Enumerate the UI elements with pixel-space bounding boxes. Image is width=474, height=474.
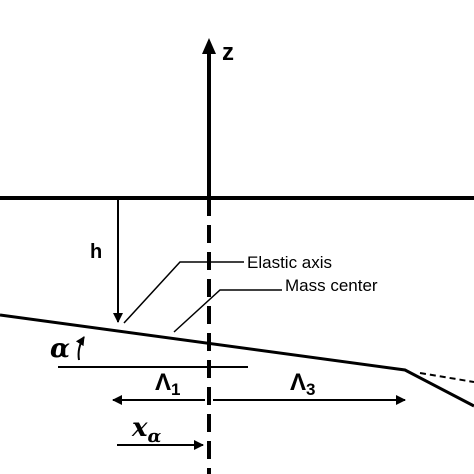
lambda3-base: Λ xyxy=(290,369,306,396)
elastic-axis-label: Elastic axis xyxy=(247,253,332,272)
mass-center-leader xyxy=(173,289,282,333)
lambda1-subscript: 1 xyxy=(171,380,180,399)
lambda1-base: Λ xyxy=(155,369,171,396)
z-axis-arrowhead xyxy=(202,38,216,54)
x-alpha-base: x xyxy=(131,413,148,443)
z-axis-label: z xyxy=(222,39,234,66)
wing-chord-line xyxy=(0,313,474,408)
alpha-angle-arc xyxy=(75,336,85,361)
mass-center-label: Mass center xyxy=(285,276,378,295)
lambda3-subscript: 3 xyxy=(306,380,315,399)
h-label: h xyxy=(90,241,102,263)
lambda1-label: Λ1 xyxy=(155,369,180,399)
x-alpha-subscript: α xyxy=(148,426,162,447)
elastic-axis-leader xyxy=(123,261,244,324)
x-alpha-label: xα xyxy=(131,413,162,447)
alpha-label: α xyxy=(50,334,70,364)
lambda3-label: Λ3 xyxy=(290,369,315,399)
wing-extension-dashed xyxy=(419,372,474,383)
